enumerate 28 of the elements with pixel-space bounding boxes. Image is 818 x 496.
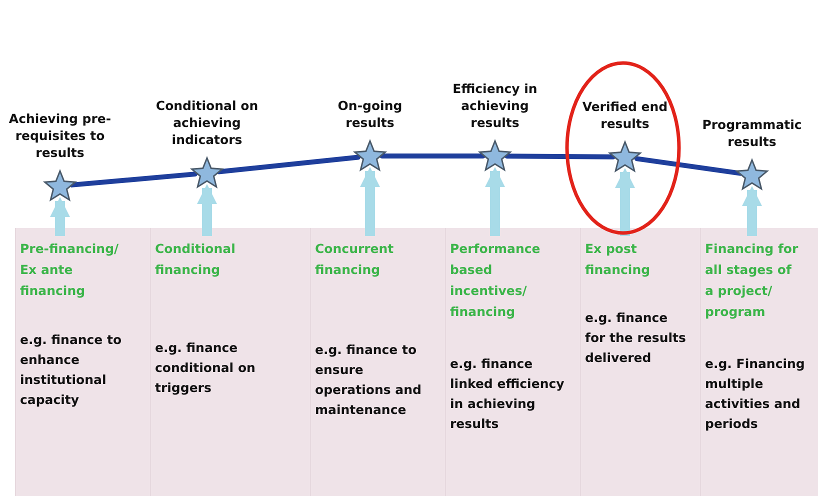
stage-heading: Achieving pre-requisites to results [8,110,112,161]
example-text: e.g. finance linked efficiency in achieving results [450,355,566,433]
arrow [360,167,380,236]
financing-type: Ex post financing [585,240,652,279]
stage-heading: Verified end results [581,98,669,132]
stage-heading: Efficiency in achieving results [452,80,538,131]
example-text: e.g. finance to ensure operations and maintenance [315,341,422,419]
arrow [197,184,217,236]
arrow [50,197,70,236]
timeline-curve [504,154,616,160]
stage-heading: Conditional on achieving indicators [154,97,260,148]
arrow [485,167,505,236]
stage-heading: On-going results [336,97,404,131]
timeline-curve [69,172,198,188]
example-text: e.g. finance for the results delivered [585,309,687,367]
financing-type: Performance based incentives/ financing [450,240,542,321]
timeline-curve [380,154,486,158]
stage-heading: Programmatic results [701,116,803,150]
financing-type: Pre-financing/ Ex ante financing [20,240,120,300]
timeline-curve [216,154,361,174]
example-text: e.g. Financing multiple activities and periods [705,355,806,433]
timeline-curve [634,156,743,176]
financing-type: Conditional financing [155,240,236,279]
arrow [742,186,762,236]
financing-type: Concurrent financing [315,240,395,279]
financing-type: Financing for all stages of a project/ program [705,240,800,321]
example-text: e.g. finance conditional on triggers [155,339,256,397]
example-text: e.g. finance to enhance institutional capacity [20,331,123,409]
